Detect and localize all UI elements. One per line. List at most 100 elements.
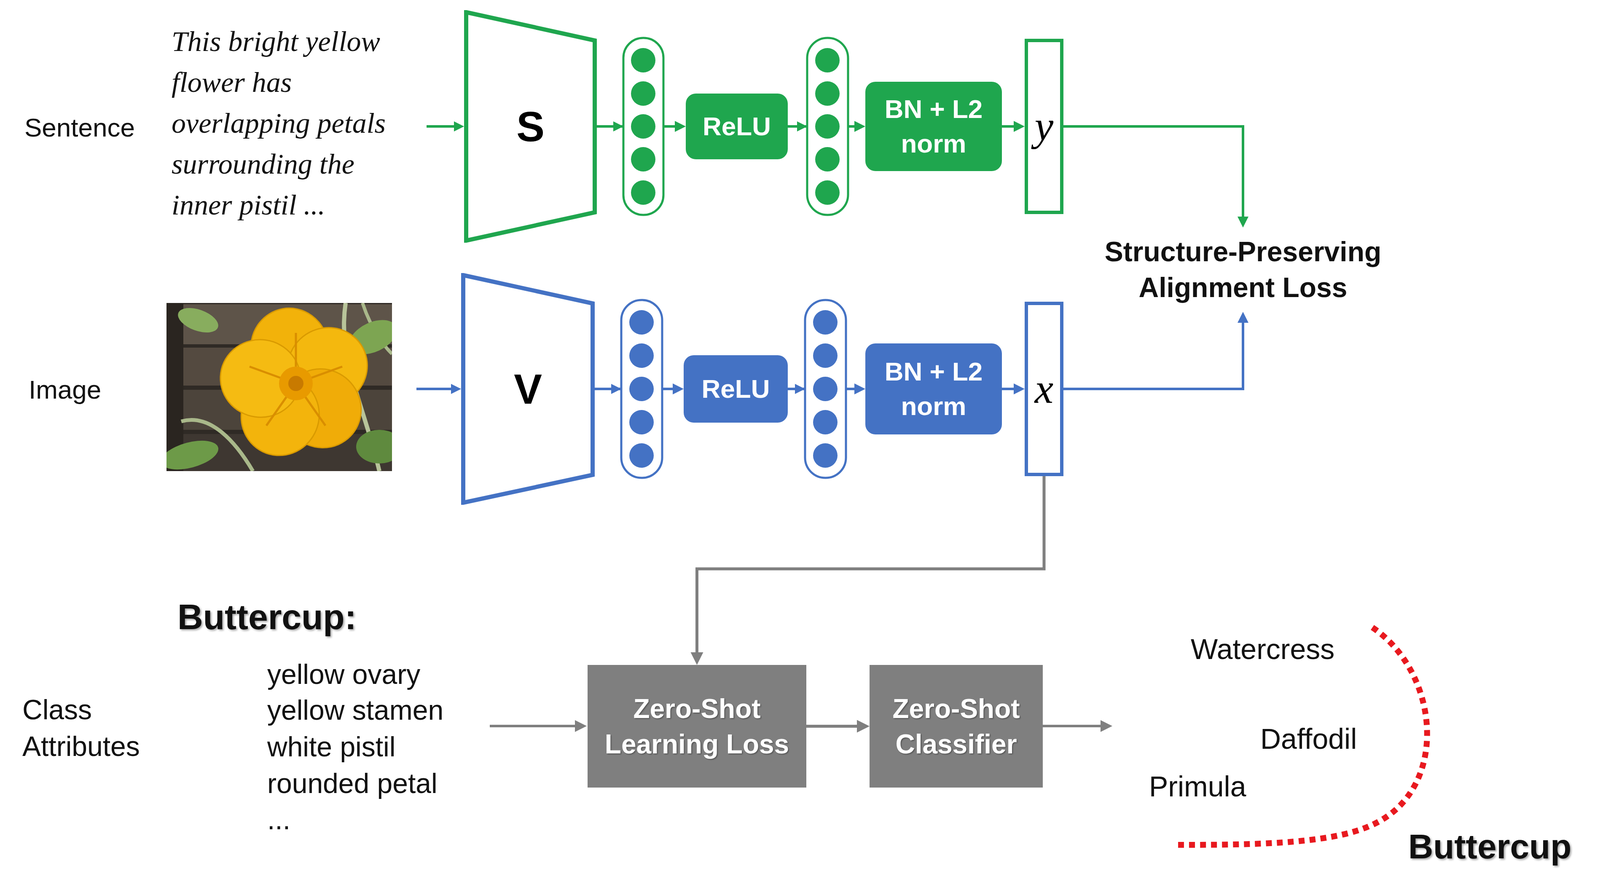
connector-line bbox=[596, 125, 676, 128]
neuron bbox=[629, 410, 654, 435]
connector-arrow bbox=[1063, 126, 1249, 228]
input-arrow bbox=[426, 125, 456, 128]
arrow-head bbox=[1100, 720, 1113, 733]
flower-pistil bbox=[288, 375, 304, 392]
arrow-head bbox=[672, 383, 684, 395]
neuron bbox=[815, 114, 840, 139]
classifier-box: Zero-Shot Classifier bbox=[869, 665, 1043, 788]
loss-box: Zero-Shot Learning Loss bbox=[587, 665, 807, 788]
column-outline bbox=[807, 37, 849, 215]
row-label: Class Attributes bbox=[22, 691, 175, 766]
loss-name: Structure-Preserving Alignment Loss bbox=[1090, 233, 1396, 306]
activation-box: ReLU bbox=[685, 93, 788, 160]
arrow-head bbox=[611, 383, 622, 395]
row-label: Image bbox=[28, 374, 198, 406]
connector-arrow bbox=[690, 476, 1045, 666]
arrow-head bbox=[1237, 311, 1249, 323]
neuron bbox=[815, 48, 840, 73]
flower-photo bbox=[166, 303, 392, 472]
activation-box: ReLU bbox=[683, 355, 788, 423]
box-label: BN + L2 norm bbox=[872, 354, 995, 424]
encoder-name: S bbox=[516, 103, 545, 150]
box-label: Zero-Shot Learning Loss bbox=[595, 691, 799, 763]
box-label: ReLU bbox=[702, 111, 771, 142]
arrow-head bbox=[854, 120, 866, 132]
arrow-head bbox=[453, 121, 465, 132]
input-arrow bbox=[416, 387, 452, 391]
neuron bbox=[813, 310, 838, 335]
connector-line bbox=[594, 387, 674, 391]
box-label: Zero-Shot Classifier bbox=[877, 691, 1036, 763]
class-heading: Buttercup: bbox=[177, 596, 473, 638]
neuron bbox=[813, 343, 838, 368]
trapezoid-shape bbox=[466, 12, 595, 241]
leaf bbox=[356, 429, 392, 464]
connector-line bbox=[697, 476, 1045, 654]
neuron bbox=[630, 114, 656, 139]
column-outline bbox=[805, 300, 846, 478]
arrow-head bbox=[797, 121, 808, 132]
result-class: Watercress bbox=[1190, 632, 1444, 666]
arrow-head bbox=[690, 652, 704, 666]
leaf bbox=[166, 435, 222, 472]
embedding-vector: x bbox=[1024, 301, 1064, 477]
arrow-head bbox=[574, 720, 587, 733]
connector-arrow bbox=[596, 120, 686, 132]
vector-name: y bbox=[1034, 103, 1054, 150]
neuron bbox=[630, 81, 656, 106]
neuron bbox=[813, 410, 838, 435]
embedding-vector: y bbox=[1024, 38, 1064, 215]
encoder-name: V bbox=[513, 365, 543, 413]
trapezoid-shape bbox=[463, 275, 593, 503]
leaf bbox=[174, 303, 222, 338]
flower bbox=[215, 303, 382, 469]
output-arrow bbox=[1042, 724, 1101, 728]
connector-line bbox=[787, 125, 856, 128]
attribute-item: yellow ovary bbox=[267, 657, 563, 692]
arrow-head bbox=[674, 120, 686, 132]
arrow-head bbox=[854, 383, 866, 395]
attribute-item: yellow stamen bbox=[267, 693, 563, 728]
arrow-head bbox=[794, 383, 806, 395]
vector-name: x bbox=[1034, 365, 1054, 413]
result-class: Primula bbox=[1148, 770, 1402, 803]
neuron bbox=[813, 376, 838, 402]
encoder-trapezoid: S bbox=[464, 10, 597, 243]
arrow-head bbox=[856, 720, 870, 733]
connector-arrow bbox=[787, 120, 866, 132]
neuron-column bbox=[623, 37, 664, 215]
neuron bbox=[630, 48, 656, 73]
connector-line bbox=[806, 724, 858, 728]
flower-center bbox=[279, 366, 313, 401]
arrow-head bbox=[1237, 216, 1249, 228]
neuron-column bbox=[807, 37, 849, 215]
predicted-class: Buttercup bbox=[1408, 826, 1598, 868]
neuron bbox=[813, 443, 838, 468]
box-label: BN + L2 norm bbox=[872, 91, 995, 162]
box-label: ReLU bbox=[701, 373, 771, 405]
connector-arrow bbox=[1063, 311, 1249, 390]
arrow-head bbox=[451, 383, 462, 395]
attribute-item: rounded petal bbox=[267, 766, 563, 801]
arrow-head bbox=[613, 121, 624, 132]
attribute-item: ... bbox=[267, 802, 563, 837]
neuron bbox=[815, 180, 840, 205]
connector-line bbox=[1001, 387, 1015, 391]
connector-arrow bbox=[787, 383, 866, 395]
normalization-box: BN + L2 norm bbox=[865, 81, 1002, 172]
column-outline bbox=[623, 37, 664, 215]
neuron bbox=[815, 147, 840, 172]
neuron bbox=[629, 343, 654, 368]
connector-line bbox=[1063, 322, 1243, 390]
neuron-column bbox=[805, 300, 846, 478]
neuron bbox=[630, 180, 656, 205]
neuron bbox=[629, 443, 654, 468]
petal-vein bbox=[249, 332, 343, 426]
arrow-head bbox=[1013, 120, 1025, 132]
neuron-column bbox=[621, 300, 663, 478]
connector-arrow bbox=[594, 383, 684, 395]
connector-arrow bbox=[806, 720, 870, 733]
input-arrow bbox=[489, 724, 576, 728]
arrow-head bbox=[1013, 383, 1025, 395]
